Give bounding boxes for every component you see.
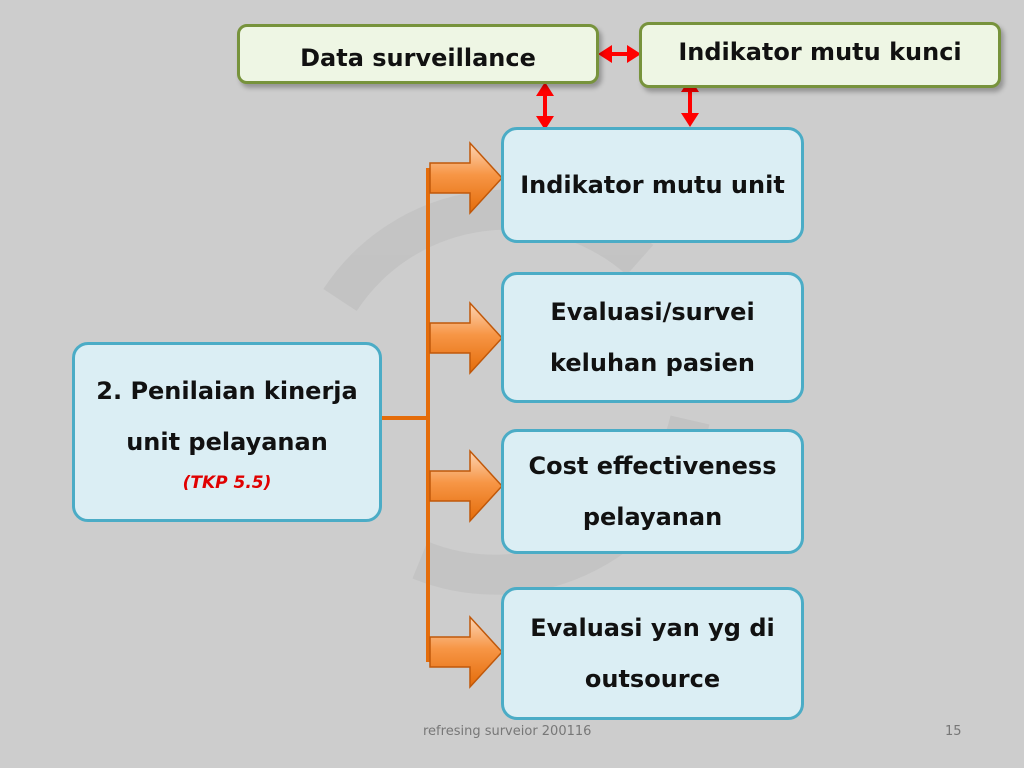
- page-number: 15: [945, 724, 962, 739]
- footer-text: refresing surveior 200116: [423, 724, 592, 739]
- target-4-line-1: Evaluasi yan yg di: [530, 613, 775, 642]
- target-box-indikator-mutu-unit: Indikator mutu unit: [501, 127, 804, 243]
- orange-arrow-4-icon: [429, 615, 504, 689]
- target-3-line-2: pelayanan: [582, 502, 723, 531]
- target-2-line-1: Evaluasi/survei: [550, 297, 755, 326]
- target-box-cost-effectiveness: Cost effectiveness pelayanan: [501, 429, 804, 554]
- target-box-evaluasi-survei: Evaluasi/survei keluhan pasien: [501, 272, 804, 403]
- data-surveillance-label: Data surveillance: [300, 44, 536, 72]
- source-line-2: unit pelayanan: [126, 428, 328, 456]
- target-4-line-2: outsource: [584, 664, 721, 693]
- orange-arrow-1-icon: [429, 141, 504, 215]
- orange-arrow-2-icon: [429, 301, 504, 375]
- indikator-mutu-kunci-label: Indikator mutu kunci: [678, 38, 962, 66]
- red-double-arrow-horizontal-icon: [598, 45, 641, 63]
- target-box-evaluasi-outsource: Evaluasi yan yg di outsource: [501, 587, 804, 720]
- data-surveillance-box: Data surveillance: [237, 24, 599, 84]
- target-2-line-2: keluhan pasien: [550, 348, 755, 377]
- source-line-1: 2. Penilaian kinerja: [96, 377, 358, 405]
- red-double-arrow-left-vertical-icon: [536, 82, 554, 130]
- tkp-reference: (TKP 5.5): [182, 473, 272, 493]
- orange-arrow-3-icon: [429, 449, 504, 523]
- penilaian-kinerja-box: 2. Penilaian kinerja unit pelayanan (TKP…: [72, 342, 382, 522]
- indikator-mutu-kunci-box: Indikator mutu kunci: [639, 22, 1001, 88]
- target-3-line-1: Cost effectiveness: [528, 451, 777, 480]
- target-1-line-1: Indikator mutu unit: [520, 170, 785, 199]
